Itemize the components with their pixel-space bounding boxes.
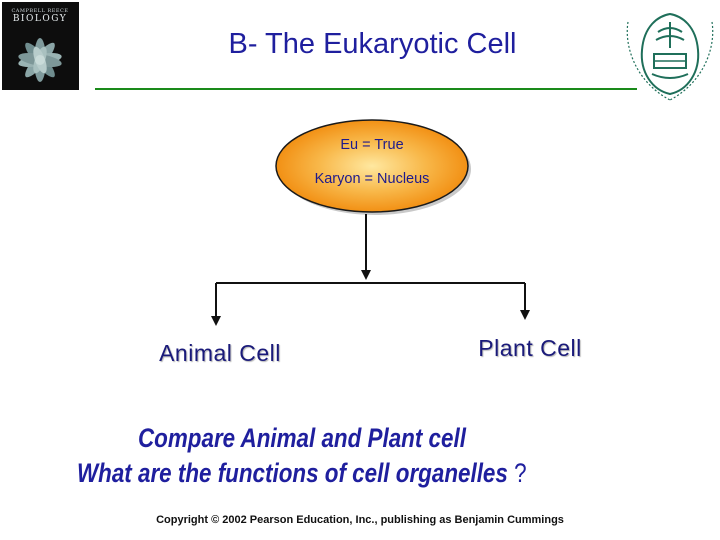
copyright-notice: Copyright © 2002 Pearson Education, Inc.… <box>156 514 564 526</box>
eu-definition: Eu = True <box>340 137 404 153</box>
eukaryote-definition-ellipse <box>275 119 471 215</box>
title-divider <box>95 88 637 90</box>
karyon-definition: Karyon = Nucleus <box>314 171 430 187</box>
succulent-plant-icon <box>18 38 62 82</box>
plant-cell-label: Plant Cell <box>478 335 582 361</box>
animal-cell-label: Animal Cell <box>159 340 281 366</box>
book-cover-image: CAMPBELL REECE BIOLOGY <box>2 2 79 90</box>
cover-authors: CAMPBELL REECE <box>11 8 69 14</box>
cover-title: BIOLOGY <box>12 14 68 24</box>
question-mark: ? <box>507 458 527 488</box>
functions-question-text: What are the functions of cell organelle… <box>77 458 508 488</box>
compare-question: Compare Animal and Plant cell <box>138 423 466 453</box>
slide-title: B- The Eukaryotic Cell <box>228 28 517 60</box>
functions-question: What are the functions of cell organelle… <box>77 458 527 489</box>
university-seal-logo <box>626 12 714 101</box>
